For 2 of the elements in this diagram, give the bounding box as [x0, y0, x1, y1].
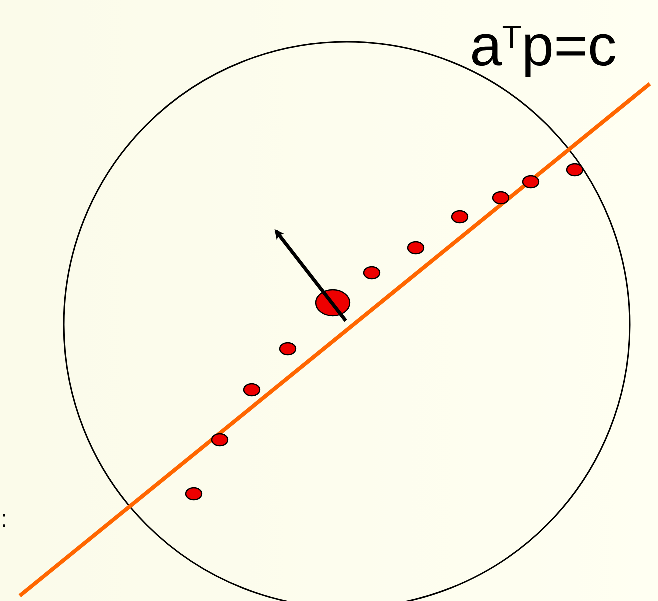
text-fragment: :	[1, 506, 8, 534]
line-equation: a$^{T}$p=c	[470, 12, 617, 81]
